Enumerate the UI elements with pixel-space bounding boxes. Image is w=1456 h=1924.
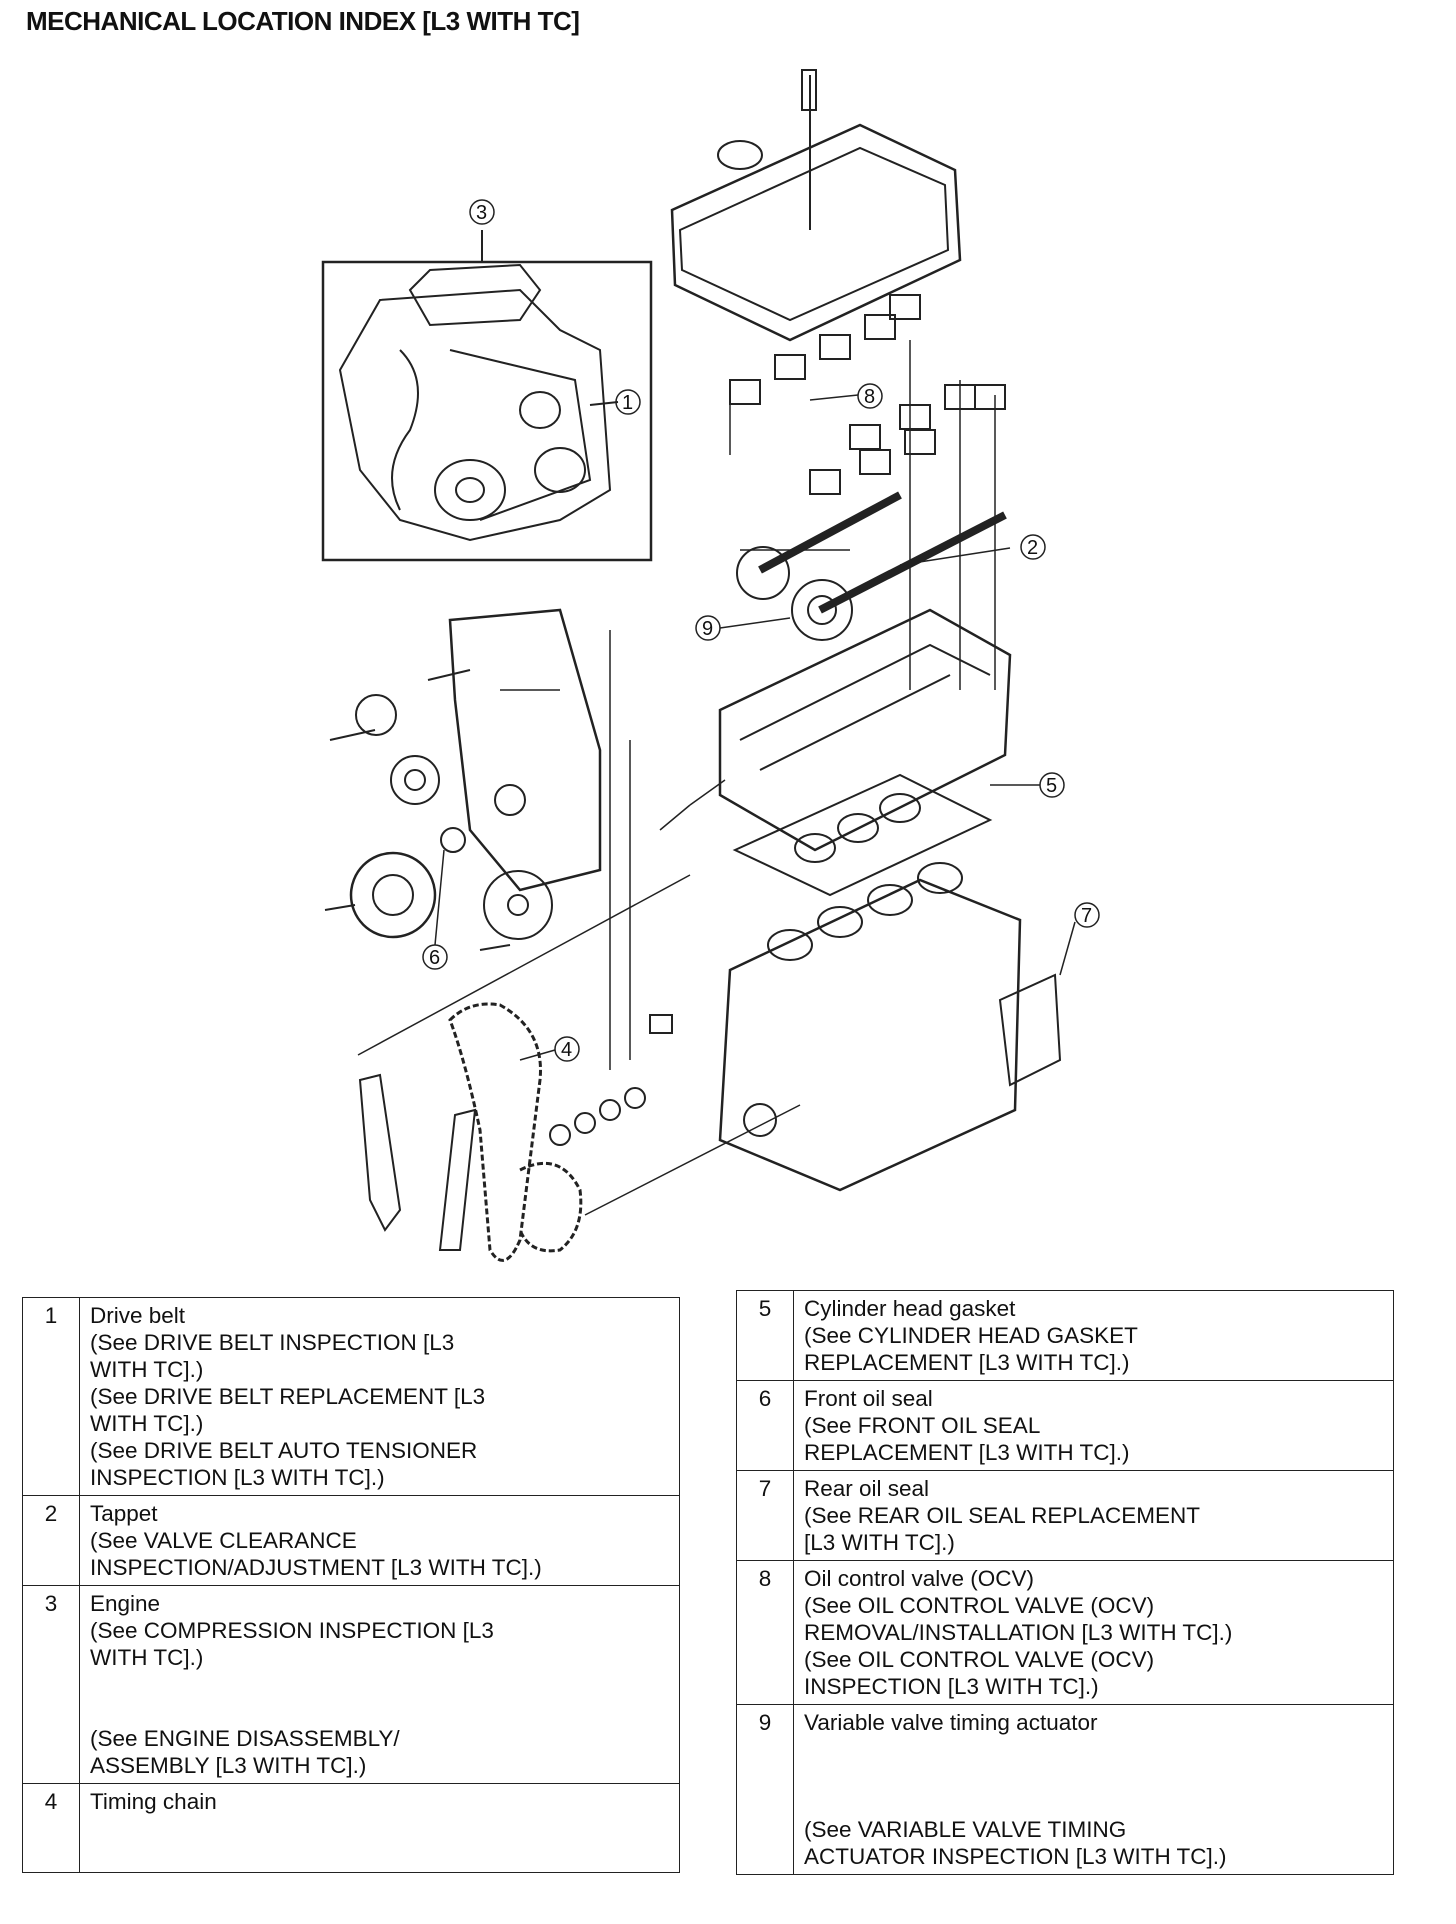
item-number: 2 [22,1495,80,1586]
item-name: Drive belt [90,1303,186,1328]
item-name: Oil control valve (OCV) [804,1566,1035,1591]
bolts-and-small-parts-illustration [324,669,777,1146]
item-number: 6 [736,1380,794,1471]
exploded-engine-diagram: 1 2 3 4 5 6 7 [0,50,1456,1290]
item-reference: (See COMPRESSION INSPECTION [L3 [90,1618,494,1643]
item-name: Cylinder head gasket [804,1296,1016,1321]
item-reference: ACTUATOR INSPECTION [L3 WITH TC].) [804,1844,1227,1869]
item-reference: (See DRIVE BELT INSPECTION [L3 [90,1330,455,1355]
item-reference: REPLACEMENT [L3 WITH TC].) [804,1440,1130,1465]
svg-text:7: 7 [1081,905,1092,927]
callout-6: 6 [422,849,448,970]
item-description: Timing chain [79,1783,680,1873]
item-reference: (See DRIVE BELT AUTO TENSIONER [90,1438,478,1463]
svg-text:9: 9 [702,618,713,640]
item-reference: (See REAR OIL SEAL REPLACEMENT [804,1503,1200,1528]
item-reference: INSPECTION [L3 WITH TC].) [804,1674,1099,1699]
item-reference: INSPECTION [L3 WITH TC].) [90,1465,385,1490]
item-name: Engine [90,1591,161,1616]
item-name: Front oil seal [804,1386,933,1411]
timing-chain-illustration [358,1002,583,1262]
item-number: 5 [736,1290,794,1381]
table-row: 5 Cylinder head gasket (See CYLINDER HEA… [736,1290,1394,1381]
item-number: 4 [22,1783,80,1873]
callout-7: 7 [1059,902,1100,976]
item-reference: WITH TC].) [90,1645,204,1670]
cylinder-head-cover-illustration [670,69,962,342]
item-reference: REPLACEMENT [L3 WITH TC].) [804,1350,1130,1375]
svg-text:1: 1 [622,392,633,414]
table-row: 3 Engine (See COMPRESSION INSPECTION [L3… [22,1585,680,1784]
leader-lines [357,340,996,1216]
item-number: 1 [22,1297,80,1496]
page-title: MECHANICAL LOCATION INDEX [L3 WITH TC] [26,6,580,36]
item-reference: (See ENGINE DISASSEMBLY/ [90,1726,400,1751]
callout-5: 5 [990,772,1065,798]
svg-text:8: 8 [864,386,875,408]
item-description: Engine (See COMPRESSION INSPECTION [L3 W… [79,1585,680,1784]
table-row: 4 Timing chain [22,1783,680,1873]
item-reference: (See OIL CONTROL VALVE (OCV) [804,1593,1155,1618]
item-number: 8 [736,1560,794,1705]
table-row: 9 Variable valve timing actuator (See VA… [736,1704,1394,1875]
item-reference: WITH TC].) [90,1357,204,1382]
front-cover-illustration [349,608,602,940]
item-description: Front oil seal (See FRONT OIL SEAL REPLA… [793,1380,1394,1471]
index-table-left: 1 Drive belt (See DRIVE BELT INSPECTION … [22,1297,680,1873]
item-reference: (See CYLINDER HEAD GASKET [804,1323,1138,1348]
item-description: Tappet (See VALVE CLEARANCE INSPECTION/A… [79,1495,680,1586]
item-name: Timing chain [90,1789,217,1814]
item-reference: (See DRIVE BELT REPLACEMENT [L3 [90,1384,486,1409]
cylinder-block-illustration [718,862,1062,1192]
item-reference: REMOVAL/INSTALLATION [L3 WITH TC].) [804,1620,1233,1645]
item-reference: (See OIL CONTROL VALVE (OCV) [804,1647,1155,1672]
table-row: 1 Drive belt (See DRIVE BELT INSPECTION … [22,1297,680,1496]
item-number: 3 [22,1585,80,1784]
item-description: Oil control valve (OCV) (See OIL CONTROL… [793,1560,1394,1705]
item-reference: [L3 WITH TC].) [804,1530,955,1555]
item-reference: (See VALVE CLEARANCE [90,1528,357,1553]
camshafts-illustration [736,491,1007,641]
item-number: 9 [736,1704,794,1875]
item-name: Rear oil seal [804,1476,930,1501]
table-row: 8 Oil control valve (OCV) (See OIL CONTR… [736,1560,1394,1705]
item-description: Cylinder head gasket (See CYLINDER HEAD … [793,1290,1394,1381]
spacer [90,1671,671,1725]
item-reference: (See VARIABLE VALVE TIMING [804,1817,1127,1842]
item-reference: INSPECTION/ADJUSTMENT [L3 WITH TC].) [90,1555,542,1580]
callout-4: 4 [519,1036,580,1062]
item-description: Rear oil seal (See REAR OIL SEAL REPLACE… [793,1470,1394,1561]
index-table-right: 5 Cylinder head gasket (See CYLINDER HEA… [736,1290,1394,1875]
item-number: 7 [736,1470,794,1561]
callout-9: 9 [695,615,791,641]
callout-8: 8 [809,383,883,409]
item-reference: WITH TC].) [90,1411,204,1436]
head-gasket-illustration [732,773,993,897]
svg-text:5: 5 [1046,775,1057,797]
item-description: Drive belt (See DRIVE BELT INSPECTION [L… [79,1297,680,1496]
engine-assembly-illustration [321,230,653,562]
item-description: Variable valve timing actuator (See VARI… [793,1704,1394,1875]
callout-2: 2 [899,534,1046,566]
table-row: 2 Tappet (See VALVE CLEARANCE INSPECTION… [22,1495,680,1586]
callout-1: 1 [615,389,641,415]
svg-text:2: 2 [1027,537,1038,559]
svg-text:4: 4 [561,1039,572,1061]
table-row: 7 Rear oil seal (See REAR OIL SEAL REPLA… [736,1470,1394,1561]
svg-text:3: 3 [476,202,487,224]
callout-3: 3 [469,199,495,225]
item-name: Tappet [90,1501,158,1526]
svg-text:6: 6 [429,947,440,969]
spacer [804,1736,1385,1816]
item-reference: (See FRONT OIL SEAL [804,1413,1041,1438]
cylinder-head-illustration [718,608,1012,852]
item-reference: ASSEMBLY [L3 WITH TC].) [90,1753,367,1778]
table-row: 6 Front oil seal (See FRONT OIL SEAL REP… [736,1380,1394,1471]
item-name: Variable valve timing actuator [804,1710,1098,1735]
